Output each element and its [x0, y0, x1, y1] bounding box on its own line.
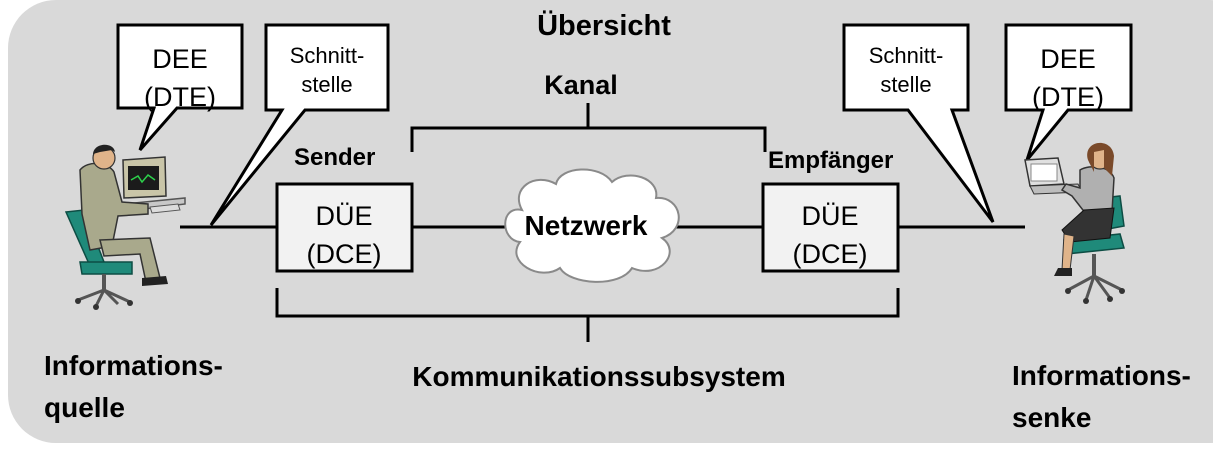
left-dee-line1: DEE	[152, 44, 208, 74]
right-info-label: Informations- senke	[1012, 355, 1191, 439]
subsystem-brace	[275, 288, 900, 342]
right-dee-line2: (DTE)	[1032, 82, 1104, 112]
left-dee-line2: (DTE)	[144, 82, 216, 112]
left-due-text: DÜE (DCE)	[307, 197, 382, 273]
right-dee-text: DEE (DTE)	[1032, 40, 1104, 116]
man-at-computer-icon	[64, 144, 186, 310]
left-due-line1: DÜE	[315, 201, 373, 231]
diagram-title: Übersicht	[537, 10, 671, 42]
right-interface-line2: stelle	[880, 72, 932, 97]
right-due-line2: (DCE)	[792, 239, 868, 269]
left-interface-line1: Schnitt-	[289, 43, 365, 68]
right-dee-line1: DEE	[1040, 44, 1096, 74]
left-due-line2: (DCE)	[306, 239, 382, 269]
left-interface-callout	[209, 23, 390, 226]
left-dee-text: DEE (DTE)	[144, 40, 216, 116]
right-due-line1: DÜE	[801, 201, 859, 231]
left-dee-callout	[116, 23, 244, 151]
receiver-label: Empfänger	[768, 147, 894, 174]
left-interface-text: Schnitt- stelle	[290, 41, 365, 99]
right-dee-callout	[1004, 23, 1133, 161]
right-due-text: DÜE (DCE)	[793, 197, 868, 273]
right-info-line1: Informations-	[1012, 360, 1191, 391]
woman-at-laptop-icon	[1024, 142, 1125, 304]
right-interface-line1: Schnitt-	[868, 43, 944, 68]
right-due-box	[761, 182, 900, 273]
network-label: Netzwerk	[524, 210, 648, 241]
subsystem-label: Kommunikationssubsystem	[412, 361, 786, 392]
right-interface-text: Schnitt- stelle	[869, 41, 944, 99]
channel-brace	[410, 103, 767, 152]
right-info-line2: senke	[1012, 402, 1092, 433]
left-interface-line2: stelle	[301, 72, 353, 97]
network-cloud-icon	[504, 168, 680, 283]
channel-label: Kanal	[544, 70, 618, 100]
left-info-line2: quelle	[44, 392, 125, 423]
sender-label: Sender	[294, 144, 376, 171]
left-info-line1: Informations-	[44, 350, 223, 381]
left-due-box	[275, 182, 414, 273]
right-interface-callout	[842, 23, 995, 223]
left-info-label: Informations- quelle	[44, 345, 223, 429]
